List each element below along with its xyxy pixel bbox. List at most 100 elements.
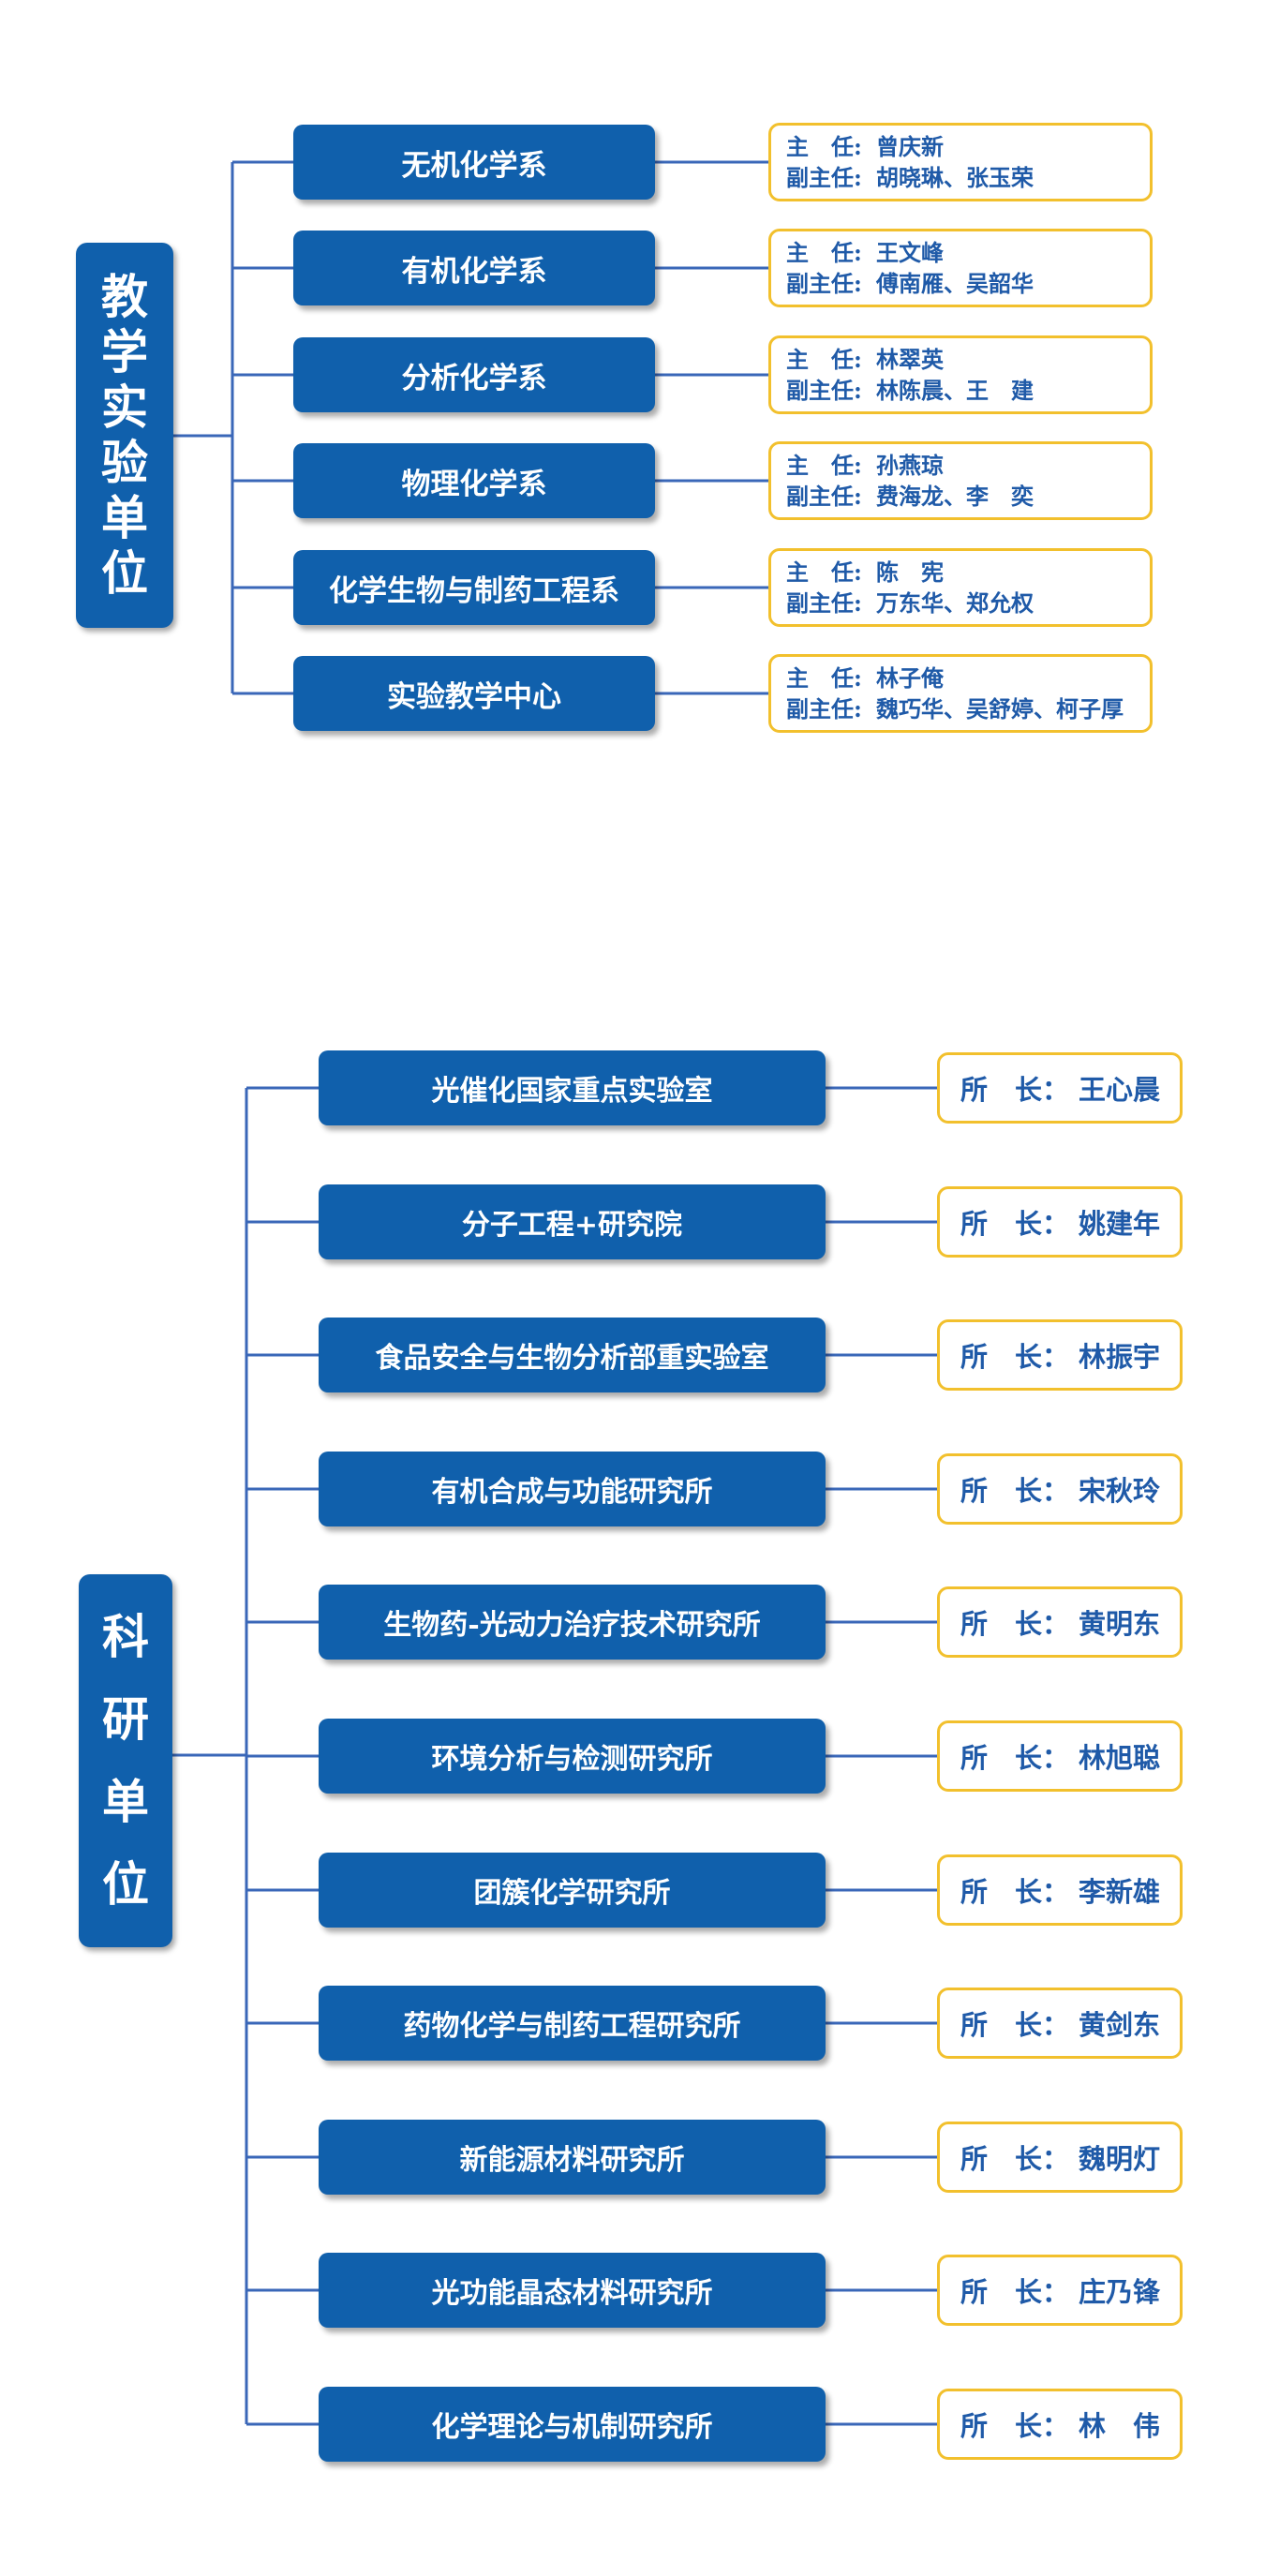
research-root: 科 研 单 位 xyxy=(79,1574,172,1947)
research-head-box: 所 长： 王心晨 xyxy=(937,1052,1183,1124)
research-head-box: 所 长： 宋秋玲 xyxy=(937,1453,1183,1525)
deputy-names: 林陈晨、王 建 xyxy=(876,377,1034,404)
research-unit-box: 药物化学与制药工程研究所 xyxy=(319,1986,826,2061)
head-label: 所 长： xyxy=(960,1608,1070,1640)
research-unit-box: 生物药-光动力治疗技术研究所 xyxy=(319,1585,826,1660)
head-label: 所 长： xyxy=(960,1475,1070,1507)
director-row: 主 任: 曾庆新 xyxy=(786,131,1150,162)
teaching-unit-box: 有机化学系 xyxy=(293,231,655,305)
teaching-head-box: 主 任: 林翠英副主任: 林陈晨、王 建 xyxy=(768,335,1153,414)
head-name: 宋秋玲 xyxy=(1079,1475,1161,1507)
director-label: 主 任: xyxy=(786,452,862,479)
research-head-box: 所 长： 李新雄 xyxy=(937,1854,1183,1926)
research-head-box: 所 长： 黄剑东 xyxy=(937,1988,1183,2059)
research-unit-box: 食品安全与生物分析部重实验室 xyxy=(319,1318,826,1392)
research-unit-box: 分子工程+研究院 xyxy=(319,1184,826,1259)
director-row: 主 任: 林子俺 xyxy=(786,663,1150,693)
director-name: 林子俺 xyxy=(876,664,944,692)
director-name: 曾庆新 xyxy=(876,133,944,160)
head-label: 所 长： xyxy=(960,1074,1070,1106)
director-row: 主 任: 王文峰 xyxy=(786,237,1150,268)
head-label: 所 长： xyxy=(960,1742,1070,1774)
deputy-label: 副主任: xyxy=(786,589,862,617)
research-root-char: 位 xyxy=(102,1856,149,1912)
research-head-box: 所 长： 林振宇 xyxy=(937,1319,1183,1391)
research-unit-box: 团簇化学研究所 xyxy=(319,1853,826,1928)
head-label: 所 长： xyxy=(960,1341,1070,1373)
deputy-label: 副主任: xyxy=(786,695,862,722)
director-row: 主 任: 陈 宪 xyxy=(786,557,1150,588)
teaching-root-char: 实 xyxy=(101,380,148,435)
head-label: 所 长： xyxy=(960,2410,1070,2442)
research-unit-box: 新能源材料研究所 xyxy=(319,2120,826,2195)
deputy-names: 胡晓琳、张玉荣 xyxy=(876,164,1034,191)
head-label: 所 长： xyxy=(960,2276,1070,2308)
deputy-row: 副主任: 魏巧华、吴舒婷、柯子厚 xyxy=(786,693,1150,724)
teaching-root-char: 单 xyxy=(101,490,148,545)
deputy-label: 副主任: xyxy=(786,377,862,404)
research-unit-box: 环境分析与检测研究所 xyxy=(319,1719,826,1794)
teaching-unit-box: 实验教学中心 xyxy=(293,656,655,731)
research-unit-box: 光功能晶态材料研究所 xyxy=(319,2253,826,2328)
deputy-names: 费海龙、李 奕 xyxy=(876,483,1034,510)
teaching-head-box: 主 任: 陈 宪副主任: 万东华、郑允权 xyxy=(768,548,1153,627)
head-label: 所 长： xyxy=(960,1876,1070,1908)
teaching-head-box: 主 任: 王文峰副主任: 傅南雁、吴韶华 xyxy=(768,229,1153,307)
director-name: 孙燕琼 xyxy=(876,452,944,479)
director-label: 主 任: xyxy=(786,664,862,692)
research-unit-box: 有机合成与功能研究所 xyxy=(319,1452,826,1526)
research-root-char: 科 xyxy=(102,1609,149,1664)
deputy-row: 副主任: 万东华、郑允权 xyxy=(786,588,1150,618)
research-head-box: 所 长： 庄乃锋 xyxy=(937,2255,1183,2326)
teaching-head-box: 主 任: 林子俺副主任: 魏巧华、吴舒婷、柯子厚 xyxy=(768,654,1153,733)
teaching-unit-box: 分析化学系 xyxy=(293,337,655,412)
deputy-names: 傅南雁、吴韶华 xyxy=(876,270,1034,297)
head-label: 所 长： xyxy=(960,1208,1070,1240)
teaching-root-char: 教 xyxy=(101,269,148,324)
head-label: 所 长： xyxy=(960,2009,1070,2041)
head-name: 姚建年 xyxy=(1079,1208,1161,1240)
director-name: 王文峰 xyxy=(876,239,944,266)
head-name: 黄剑东 xyxy=(1079,2009,1161,2041)
teaching-head-box: 主 任: 孙燕琼副主任: 费海龙、李 奕 xyxy=(768,441,1153,520)
head-name: 魏明灯 xyxy=(1079,2143,1161,2175)
teaching-unit-box: 无机化学系 xyxy=(293,125,655,200)
head-label: 所 长： xyxy=(960,2143,1070,2175)
director-label: 主 任: xyxy=(786,133,862,160)
research-head-box: 所 长：林旭聪 xyxy=(937,1720,1183,1792)
research-head-box: 所 长： 林 伟 xyxy=(937,2389,1183,2460)
head-name: 李新雄 xyxy=(1079,1876,1161,1908)
head-name: 庄乃锋 xyxy=(1079,2276,1161,2308)
director-row: 主 任: 林翠英 xyxy=(786,344,1150,375)
research-head-box: 所 长： 黄明东 xyxy=(937,1586,1183,1658)
deputy-row: 副主任: 胡晓琳、张玉荣 xyxy=(786,162,1150,193)
deputy-label: 副主任: xyxy=(786,164,862,191)
deputy-row: 副主任: 林陈晨、王 建 xyxy=(786,375,1150,406)
head-name: 王心晨 xyxy=(1079,1074,1161,1106)
head-name: 黄明东 xyxy=(1079,1608,1161,1640)
deputy-label: 副主任: xyxy=(786,483,862,510)
research-head-box: 所 长： 姚建年 xyxy=(937,1186,1183,1258)
head-name: 林振宇 xyxy=(1079,1341,1161,1373)
deputy-names: 魏巧华、吴舒婷、柯子厚 xyxy=(876,695,1124,722)
head-name: 林 伟 xyxy=(1079,2410,1161,2442)
director-name: 陈 宪 xyxy=(876,558,944,586)
teaching-unit-box: 化学生物与制药工程系 xyxy=(293,550,655,625)
director-label: 主 任: xyxy=(786,239,862,266)
director-name: 林翠英 xyxy=(876,346,944,373)
teaching-root-char: 验 xyxy=(101,435,148,490)
research-head-box: 所 长： 魏明灯 xyxy=(937,2122,1183,2193)
teaching-unit-box: 物理化学系 xyxy=(293,443,655,518)
research-root-char: 研 xyxy=(102,1691,149,1747)
deputy-label: 副主任: xyxy=(786,270,862,297)
deputy-row: 副主任: 傅南雁、吴韶华 xyxy=(786,268,1150,299)
teaching-head-box: 主 任: 曾庆新副主任: 胡晓琳、张玉荣 xyxy=(768,123,1153,201)
teaching-root: 教 学 实 验 单 位 xyxy=(76,243,173,628)
director-label: 主 任: xyxy=(786,558,862,586)
deputy-row: 副主任: 费海龙、李 奕 xyxy=(786,481,1150,512)
deputy-names: 万东华、郑允权 xyxy=(876,589,1034,617)
director-label: 主 任: xyxy=(786,346,862,373)
director-row: 主 任: 孙燕琼 xyxy=(786,450,1150,481)
teaching-root-char: 学 xyxy=(101,324,148,380)
